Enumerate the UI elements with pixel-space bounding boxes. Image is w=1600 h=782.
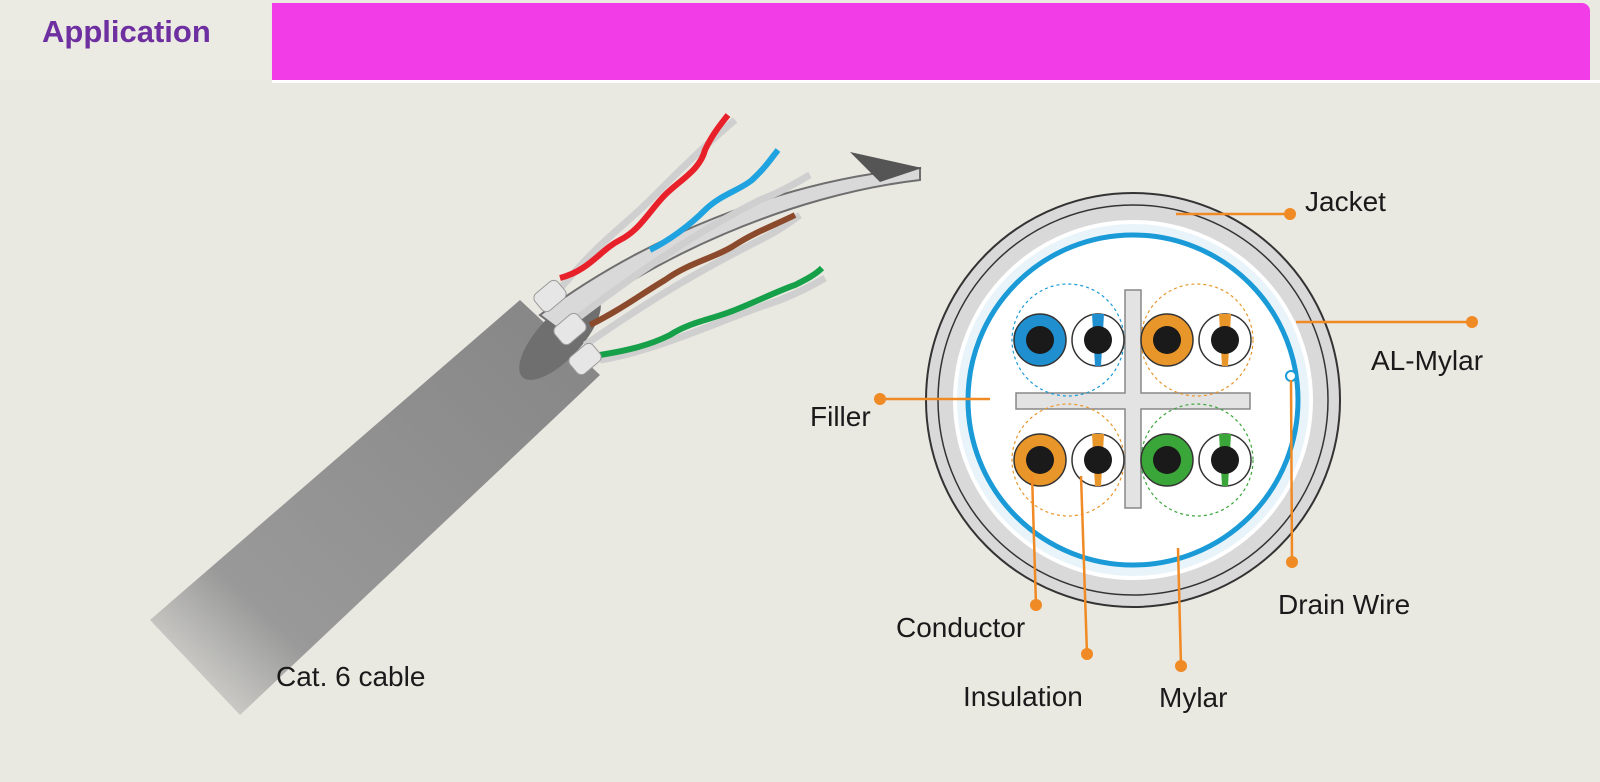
cable-illustration (150, 113, 922, 715)
leader-lines (874, 208, 1478, 672)
label-jacket: Jacket (1305, 186, 1386, 217)
red-pair-wire (559, 113, 731, 281)
application-tab[interactable]: Application (0, 0, 270, 80)
drain-wire (1285, 370, 1297, 382)
label-conductor: Conductor (896, 612, 1025, 643)
label-mylar: Mylar (1159, 682, 1227, 713)
pair-orange-top (1140, 313, 1252, 367)
application-tab-label: Application (42, 14, 211, 49)
cable-caption: Cat. 6 cable (276, 661, 425, 692)
blue-pair-wire (648, 148, 781, 253)
brown-pair-wire (588, 212, 797, 328)
header-bar (272, 3, 1590, 80)
green-pair-wire (599, 265, 825, 358)
label-insulation: Insulation (963, 681, 1083, 712)
label-filler: Filler (810, 401, 871, 432)
cable-jacket (150, 300, 600, 715)
filler-cross (1015, 289, 1251, 509)
pair-orange-bottom (1013, 433, 1125, 487)
header-divider (272, 80, 1600, 83)
cross-section (925, 192, 1341, 608)
label-al-mylar: AL-Mylar (1371, 345, 1483, 376)
pair-blue (1013, 313, 1125, 367)
pair-green (1140, 433, 1252, 487)
label-drain-wire: Drain Wire (1278, 589, 1410, 620)
